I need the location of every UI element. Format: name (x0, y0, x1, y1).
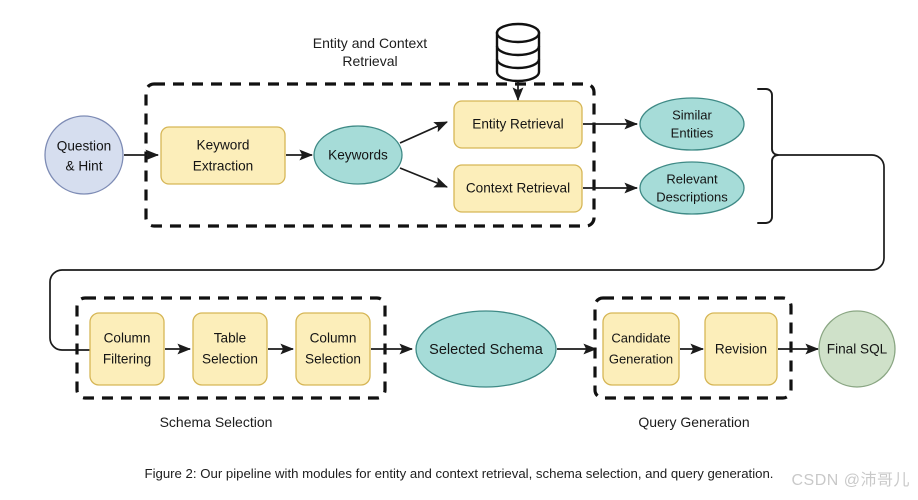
node-table-selection-label-line1: Table (214, 331, 247, 346)
node-similar-entities (639, 97, 745, 151)
node-question-hint (44, 115, 124, 195)
node-question-hint-label-line2: & Hint (65, 159, 102, 174)
node-column-filtering (89, 312, 165, 386)
node-question-hint-label-line1: Question (57, 139, 111, 154)
group-label-entity-context-retrieval-line1: Entity and Context (313, 35, 428, 51)
node-table-selection (192, 312, 268, 386)
group-box-query-generation (593, 296, 793, 400)
node-revision (704, 312, 778, 386)
node-relevant-descriptions-label-line1: Relevant (666, 171, 718, 186)
group-label-schema-selection: Schema Selection (160, 414, 273, 430)
node-keywords (313, 125, 403, 185)
node-similar-entities-label-line1: Similar (672, 107, 712, 122)
node-keyword-extraction-label-line1: Keyword (197, 138, 250, 153)
grouping-brace (757, 88, 779, 224)
group-label-entity-context-retrieval-line2: Retrieval (342, 53, 397, 69)
node-column-selection (295, 312, 371, 386)
node-context-retrieval (453, 164, 583, 213)
node-candidate-generation-label-line2: Generation (609, 351, 673, 366)
node-keyword-extraction-label-line2: Extraction (193, 159, 253, 174)
figure-caption: Figure 2: Our pipeline with modules for … (144, 466, 774, 481)
node-candidate-generation (602, 312, 680, 386)
node-entity-retrieval-label: Entity Retrieval (472, 117, 563, 132)
edge-keywords-to-entity-retrieval (399, 121, 448, 144)
node-keywords-label: Keywords (328, 148, 388, 163)
node-entity-retrieval (453, 100, 583, 149)
node-column-selection-label-line2: Selection (305, 352, 361, 367)
csdn-watermark: CSDN @沛哥儿 (791, 472, 910, 489)
database-icon (495, 22, 541, 83)
node-relevant-descriptions-label-line2: Descriptions (656, 189, 728, 204)
node-selected-schema-label: Selected Schema (429, 342, 544, 358)
node-revision-label: Revision (715, 342, 767, 357)
node-column-filtering-label-line2: Filtering (103, 352, 151, 367)
node-similar-entities-label-line2: Entities (671, 125, 714, 140)
edge-retrieval-results-to-schema-selection (49, 154, 885, 356)
node-selected-schema (415, 310, 557, 388)
node-context-retrieval-label: Context Retrieval (466, 181, 570, 196)
group-box-schema-selection (75, 296, 387, 400)
node-table-selection-label-line2: Selection (202, 352, 258, 367)
node-final-sql (818, 310, 896, 388)
node-column-filtering-label-line1: Column (104, 331, 151, 346)
node-column-selection-label-line1: Column (310, 331, 357, 346)
node-relevant-descriptions (639, 161, 745, 215)
node-candidate-generation-label-line1: Candidate (611, 330, 670, 345)
group-label-query-generation: Query Generation (638, 414, 749, 430)
node-keyword-extraction (160, 126, 286, 185)
edge-keywords-to-context-retrieval (399, 167, 448, 188)
node-final-sql-label: Final SQL (827, 342, 888, 357)
